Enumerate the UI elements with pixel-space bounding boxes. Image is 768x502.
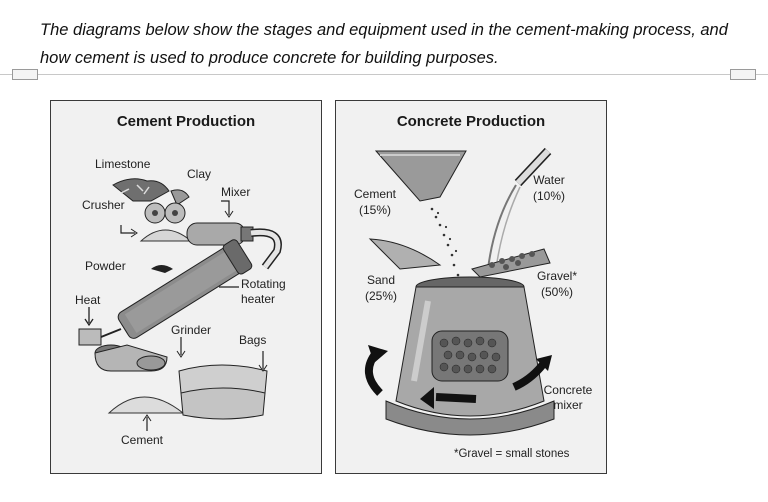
divider-left	[0, 74, 12, 75]
divider	[38, 74, 730, 75]
label-grinder: Grinder	[171, 323, 212, 337]
label-water-percent: (10%)	[532, 189, 565, 203]
label-cement-percent: (15%)	[358, 203, 391, 217]
label-concrete-mixer: Concrete mixer	[543, 383, 593, 412]
concrete-panel-title: Concrete Production	[396, 113, 546, 130]
label-rotating-heater: Rotating heater	[241, 277, 286, 306]
label-water: Water	[533, 173, 565, 187]
intro-text: The diagrams below show the stages and e…	[40, 21, 728, 67]
label-sand: Sand	[366, 273, 396, 287]
gravel-footnote: *Gravel = small stones	[454, 448, 570, 460]
label-mixer: Mixer	[221, 185, 251, 199]
concrete-production-panel: Concrete Production Cement (15%) Water (…	[335, 100, 607, 474]
left-handle[interactable]	[12, 69, 38, 80]
label-limestone: Limestone	[95, 157, 151, 171]
label-clay: Clay	[187, 167, 212, 181]
label-powder: Powder	[85, 259, 126, 273]
cement-panel-title: Cement Production	[116, 113, 256, 130]
label-gravel: Gravel*	[536, 269, 577, 283]
right-handle[interactable]	[730, 69, 756, 80]
divider-right	[756, 74, 768, 75]
cement-production-panel: Cement Production Limestone Clay Crusher…	[50, 100, 322, 474]
label-heat: Heat	[75, 293, 101, 307]
label-gravel-percent: (50%)	[540, 285, 573, 299]
label-sand-percent: (25%)	[364, 289, 397, 303]
concrete-production-illustration	[365, 147, 555, 436]
label-crusher: Crusher	[82, 198, 125, 212]
label-bags: Bags	[239, 333, 267, 347]
label-cement: Cement	[353, 187, 397, 201]
label-cement: Cement	[121, 433, 164, 447]
cement-production-illustration	[78, 178, 282, 431]
